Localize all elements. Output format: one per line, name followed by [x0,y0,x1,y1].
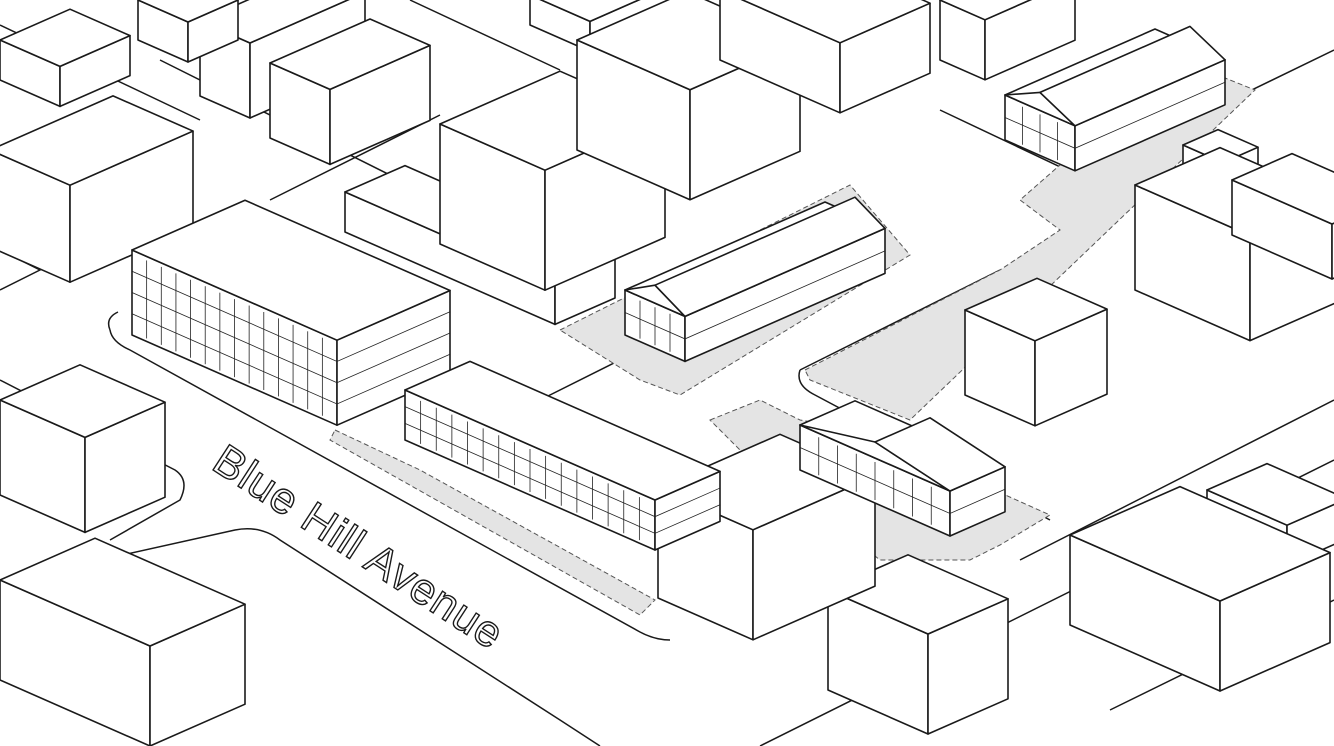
context-building-se-large [1069,485,1331,692]
context-building-top-left-roof [0,8,131,68]
context-building-top-left-2-right-face [187,0,239,63]
mixed-use-building-blue-hill-ave-floor-line [131,313,451,405]
context-building-north-right [719,0,931,114]
context-building-se-small-roof [1206,462,1334,527]
context-building-east-edge [1231,152,1334,280]
townhouse-row-middle-floor-line [624,250,886,340]
context-building-sw-large-roof [0,537,246,647]
context-building-n2-roof [269,18,431,91]
context-building-ne [939,0,1076,81]
mixed-use-building-blue-hill-ave-roof [131,199,451,342]
rowhouse-building-floor-line [404,422,721,534]
context-building-sw-large [0,537,246,746]
townhouse-row-middle-pitched-roof [654,196,886,318]
context-building-center-east [964,277,1108,427]
context-building-top-left [0,8,131,108]
context-building-top-center-roof [539,0,641,23]
rowhouse-building-floor-line [404,406,721,518]
context-building-east-edge-roof [1231,152,1334,225]
context-building-top-left-2 [137,0,239,63]
context-building-south-center [827,553,1009,735]
context-building-sw [0,363,166,534]
context-building-north-right-roof [740,0,931,44]
house-south-floor-line [799,447,1006,514]
context-building-ne-roof [939,0,1032,21]
street-label-blue-hill-avenue: Blue Hill Avenue [205,435,513,659]
context-building-nw [0,95,194,284]
rowhouse-building-roof [404,360,721,501]
context-building-n2 [269,18,431,166]
context-building-center-east-roof [964,277,1108,342]
facade-details [131,81,1226,541]
house-northeast-floor-line [1004,81,1226,149]
context-building-sw-roof [0,363,166,439]
house-south-pitched-roof [874,416,1006,492]
context-building-top-left-2-roof [137,0,239,23]
site-area-rowhouse-sidewalk [329,429,656,616]
blue-hill-ave-south-curb [0,379,601,746]
house-northeast-pitched-roof [1039,25,1226,127]
mixed-use-building-blue-hill-ave-floor-line [131,292,451,384]
context-building-ne-right-face [984,0,1076,81]
mixed-use-building-blue-hill-ave-floor-line [131,270,451,362]
context-building-nw-roof [0,95,194,186]
context-building-se-large-roof [1069,485,1331,602]
